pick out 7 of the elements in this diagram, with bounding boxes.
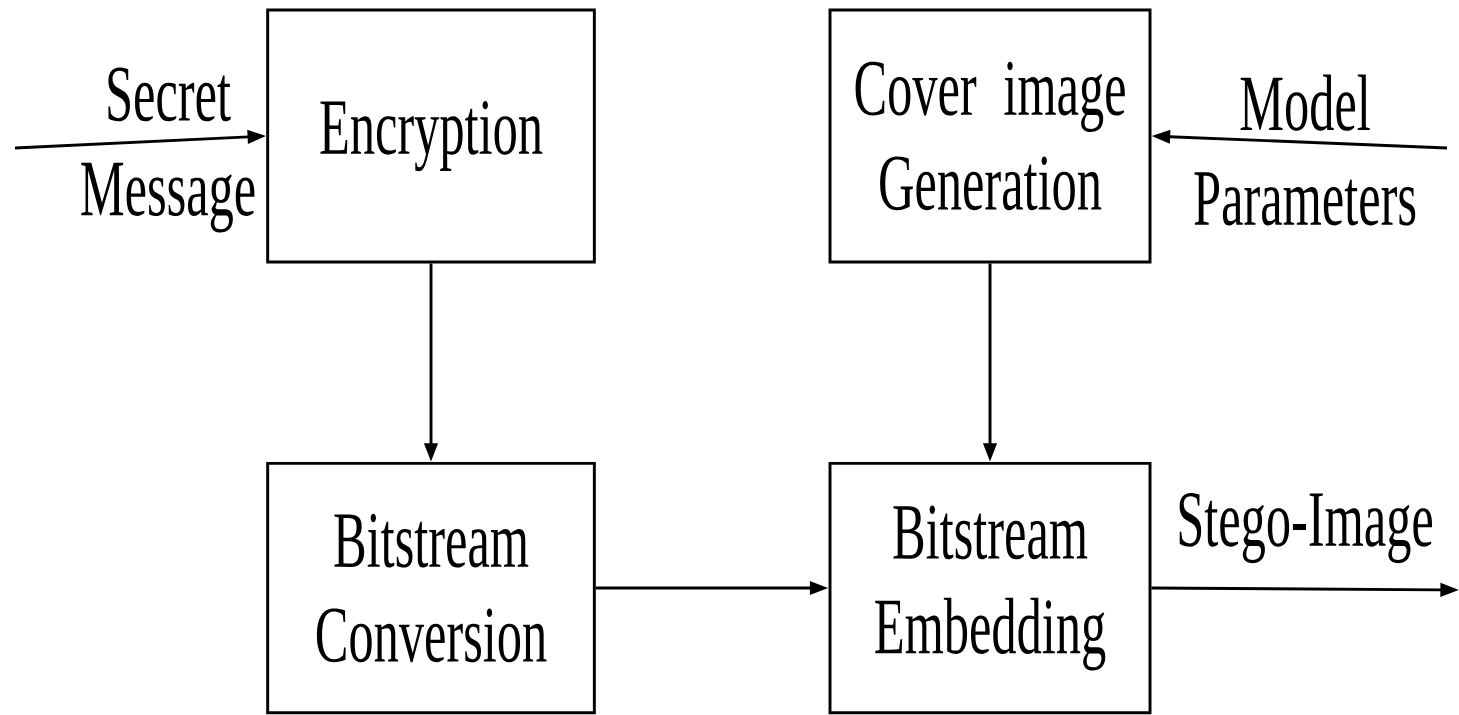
process-box: Cover image Generation [828,8,1152,264]
process-box: Encryption [266,8,596,264]
process-box: Bitstream Conversion [266,461,596,715]
process-box: Bitstream Embedding [828,461,1152,715]
edge-label: Model Parameters [1194,74,1416,226]
edge-label: Stego-Image [1179,492,1433,564]
edge-label: Secret Message [81,67,255,233]
